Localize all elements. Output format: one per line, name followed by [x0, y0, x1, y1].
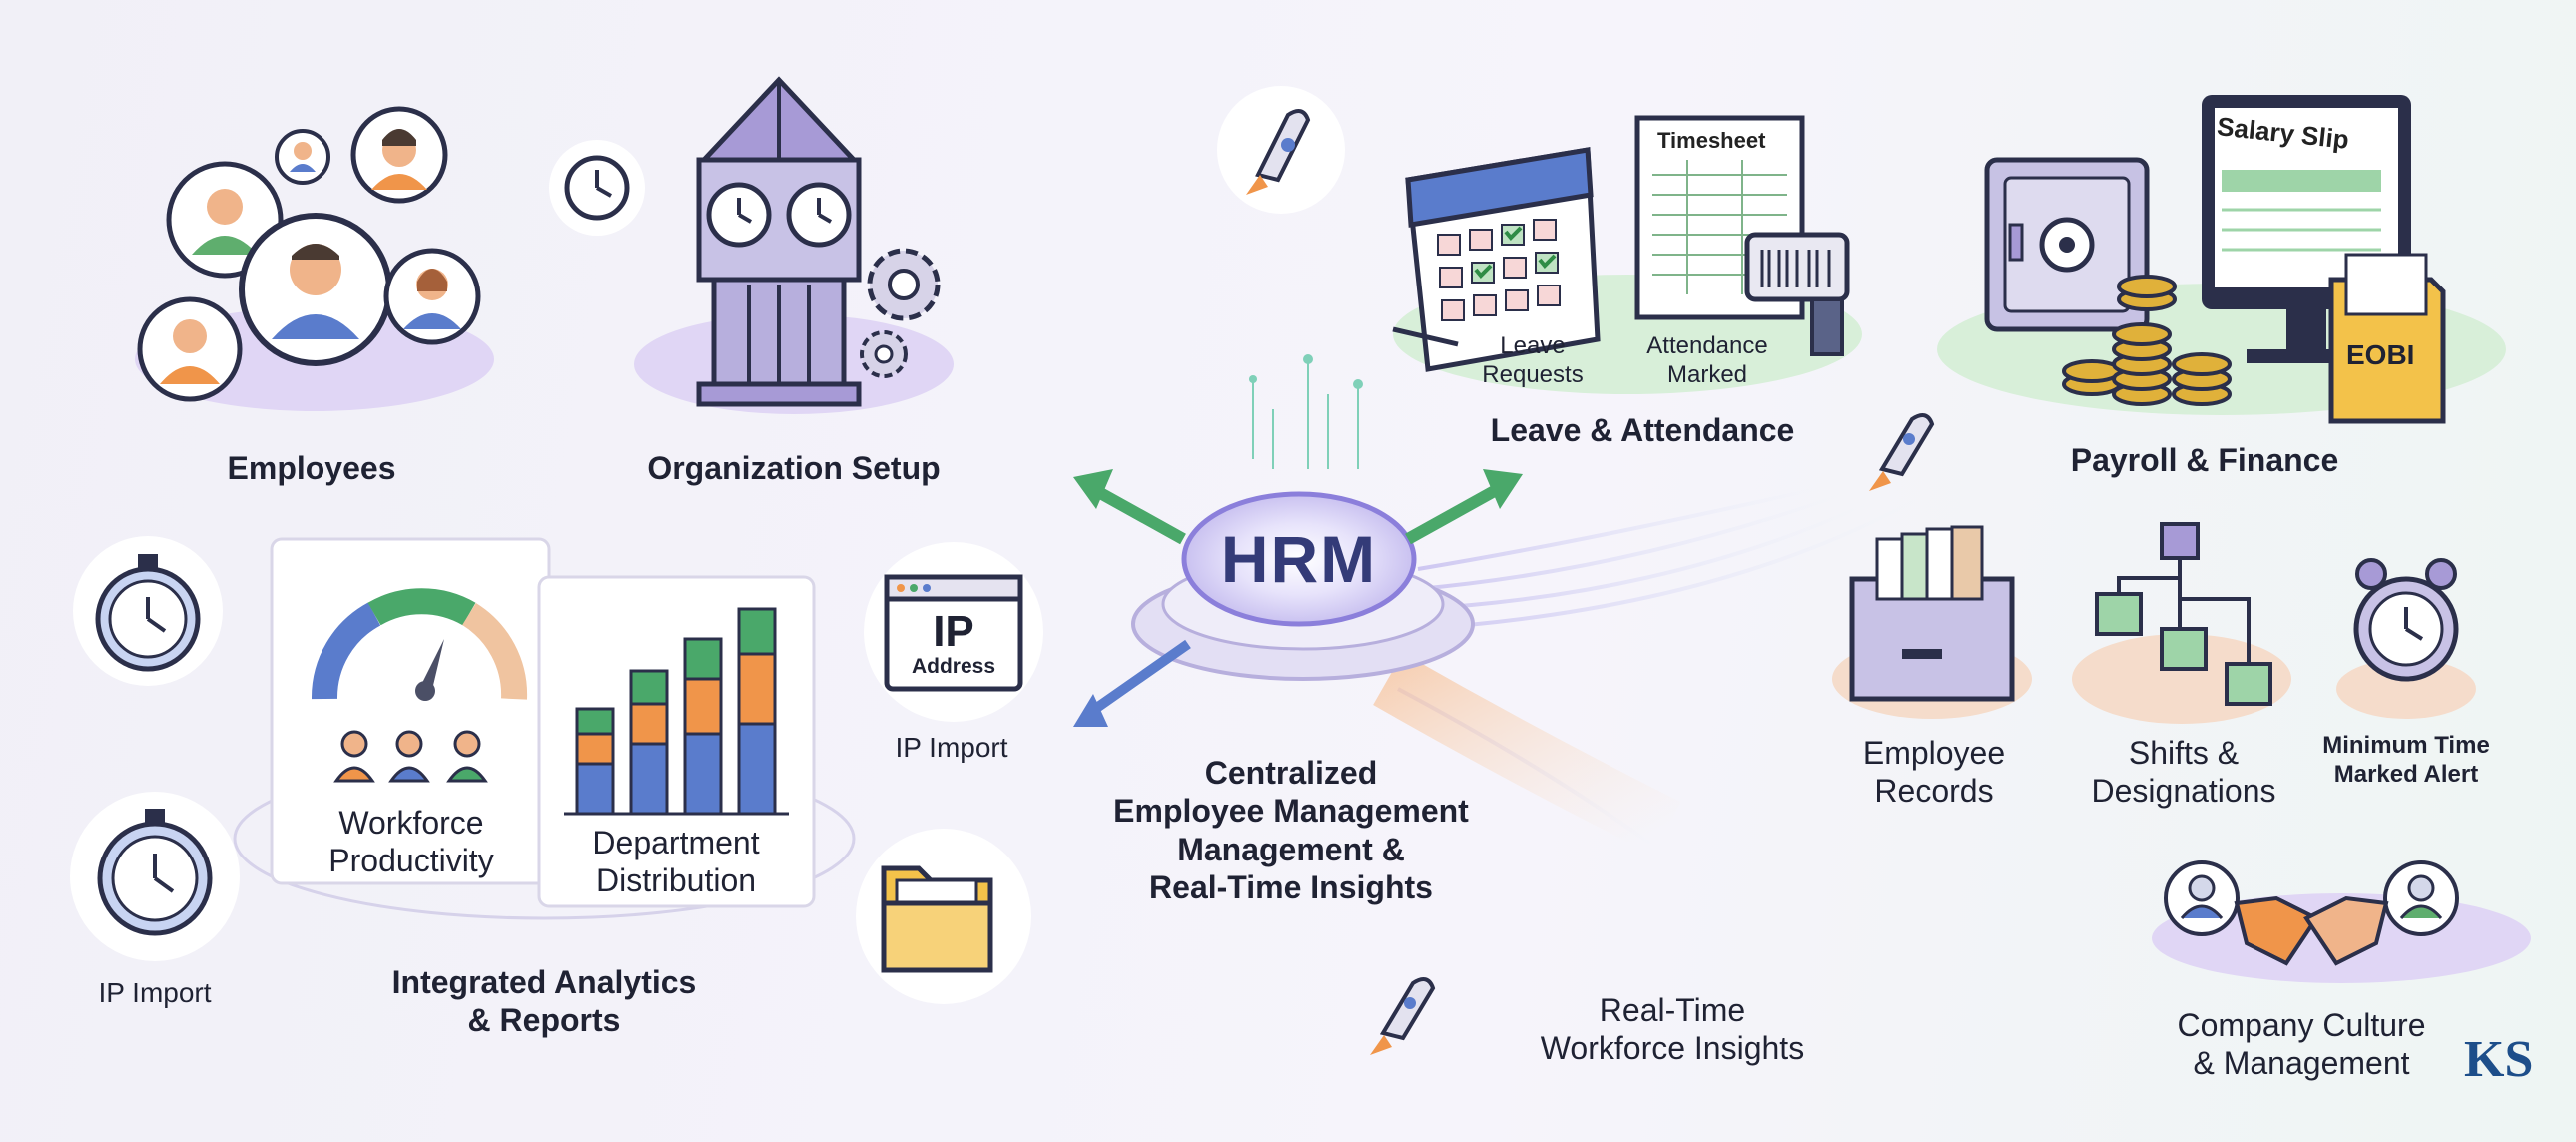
attendance-marked-label: Attendance Marked	[1646, 332, 1767, 390]
leave-requests-line: Leave	[1500, 332, 1566, 359]
employee-records-line: Employee	[1862, 735, 2006, 771]
realtime-insights-line: Real-Time	[1599, 992, 1746, 1028]
bar-chart-icon	[564, 607, 789, 816]
ip-badge-small: Address	[911, 655, 996, 678]
rocket-icon	[1217, 86, 1345, 214]
hub-label: HRM	[1220, 522, 1378, 596]
attendance-marked-line: Marked	[1666, 360, 1748, 388]
rocket-icon	[1370, 977, 1436, 1055]
department-distribution-line: Distribution	[595, 862, 757, 899]
avatar-icon	[137, 296, 243, 402]
handshake-illustration	[2152, 860, 2531, 983]
folder-icon	[856, 829, 1031, 1004]
center-caption-line: Management &	[1177, 831, 1405, 867]
workforce-productivity-label: Workforce Productivity	[328, 804, 493, 880]
payroll-finance-illustration	[1937, 95, 2506, 424]
people-icon	[333, 730, 488, 783]
realtime-insights-label: Real-Time Workforce Insights	[1541, 991, 1804, 1068]
minimum-time-alert-label: Minimum Time Marked Alert	[2322, 732, 2490, 790]
avatar-icon	[383, 248, 481, 345]
clock-icon	[549, 140, 645, 236]
minimum-time-alert-line: Minimum Time	[2322, 732, 2490, 759]
clock-tower-icon	[696, 76, 862, 407]
department-distribution-label: Department Distribution	[592, 824, 759, 900]
avatar-icon	[275, 129, 330, 185]
minimum-time-alert-line: Marked Alert	[2333, 760, 2479, 788]
workforce-productivity-line: Productivity	[328, 843, 494, 879]
ks-logo: KS	[2464, 1031, 2534, 1088]
employee-records-line: Records	[1874, 773, 1994, 810]
rocket-icon	[1869, 413, 1935, 491]
attendance-marked-line: Attendance	[1646, 332, 1768, 359]
safe-icon	[1984, 157, 2150, 332]
leave-attendance-illustration	[1392, 115, 1862, 394]
avatar-icon	[239, 213, 392, 366]
shifts-designations-line: Designations	[2091, 773, 2276, 810]
coins-icon	[2062, 275, 2232, 406]
eobi-label: EOBI	[2346, 339, 2415, 370]
employee-records-illustration	[1832, 525, 2032, 719]
workforce-productivity-line: Workforce	[338, 805, 484, 841]
folder-icon	[2328, 253, 2446, 424]
gauge-icon	[311, 588, 528, 701]
leave-requests-line: Requests	[1482, 360, 1584, 388]
ip-import-label-right: IP Import	[895, 732, 1008, 763]
ip-badge-big: IP	[933, 607, 974, 656]
realtime-insights-line: Workforce Insights	[1540, 1030, 1805, 1067]
company-culture-label: Company Culture & Management	[2178, 1006, 2426, 1083]
arrow-icon	[1073, 469, 1523, 727]
employees-illustration	[135, 106, 494, 411]
calendar-icon	[1392, 147, 1601, 372]
leave-requests-label: Leave Requests	[1482, 332, 1583, 390]
shifts-illustration	[2072, 522, 2291, 724]
organization-setup-illustration	[549, 76, 954, 414]
avatar-icon	[350, 106, 448, 204]
integrated-analytics-label: Integrated Analytics & Reports	[392, 963, 697, 1040]
department-distribution-line: Department	[592, 825, 760, 860]
hrm-hub	[1073, 354, 1918, 856]
stopwatch-icon	[70, 792, 240, 961]
center-caption-line: Employee Management	[1113, 793, 1469, 830]
employee-records-label: Employee Records	[1863, 734, 2005, 811]
integrated-analytics-line: & Reports	[467, 1002, 621, 1039]
shifts-designations-label: Shifts & Designations	[2092, 734, 2276, 811]
integrated-analytics-line: Integrated Analytics	[391, 964, 697, 1000]
timesheet-title: Timesheet	[1657, 128, 1766, 153]
company-culture-line: & Management	[2193, 1045, 2410, 1082]
analytics-illustration	[233, 537, 856, 920]
center-caption: Centralized Employee Management Manageme…	[1113, 754, 1469, 907]
leave-attendance-label: Leave & Attendance	[1490, 412, 1795, 448]
gear-icon	[860, 248, 941, 378]
organization-setup-label: Organization Setup	[647, 450, 941, 486]
payroll-finance-label: Payroll & Finance	[2070, 442, 2339, 478]
ip-address-icon	[864, 542, 1043, 722]
center-caption-line: Centralized	[1204, 755, 1378, 791]
shifts-designations-line: Shifts &	[2128, 735, 2240, 771]
company-culture-line: Company Culture	[2177, 1007, 2426, 1043]
alarm-clock-icon	[2336, 558, 2476, 719]
employees-label: Employees	[227, 450, 396, 486]
center-caption-line: Real-Time Insights	[1149, 869, 1433, 906]
ip-import-label-left: IP Import	[98, 977, 212, 1008]
stopwatch-icon	[73, 536, 223, 686]
barcode-scanner-icon	[1744, 232, 1850, 356]
